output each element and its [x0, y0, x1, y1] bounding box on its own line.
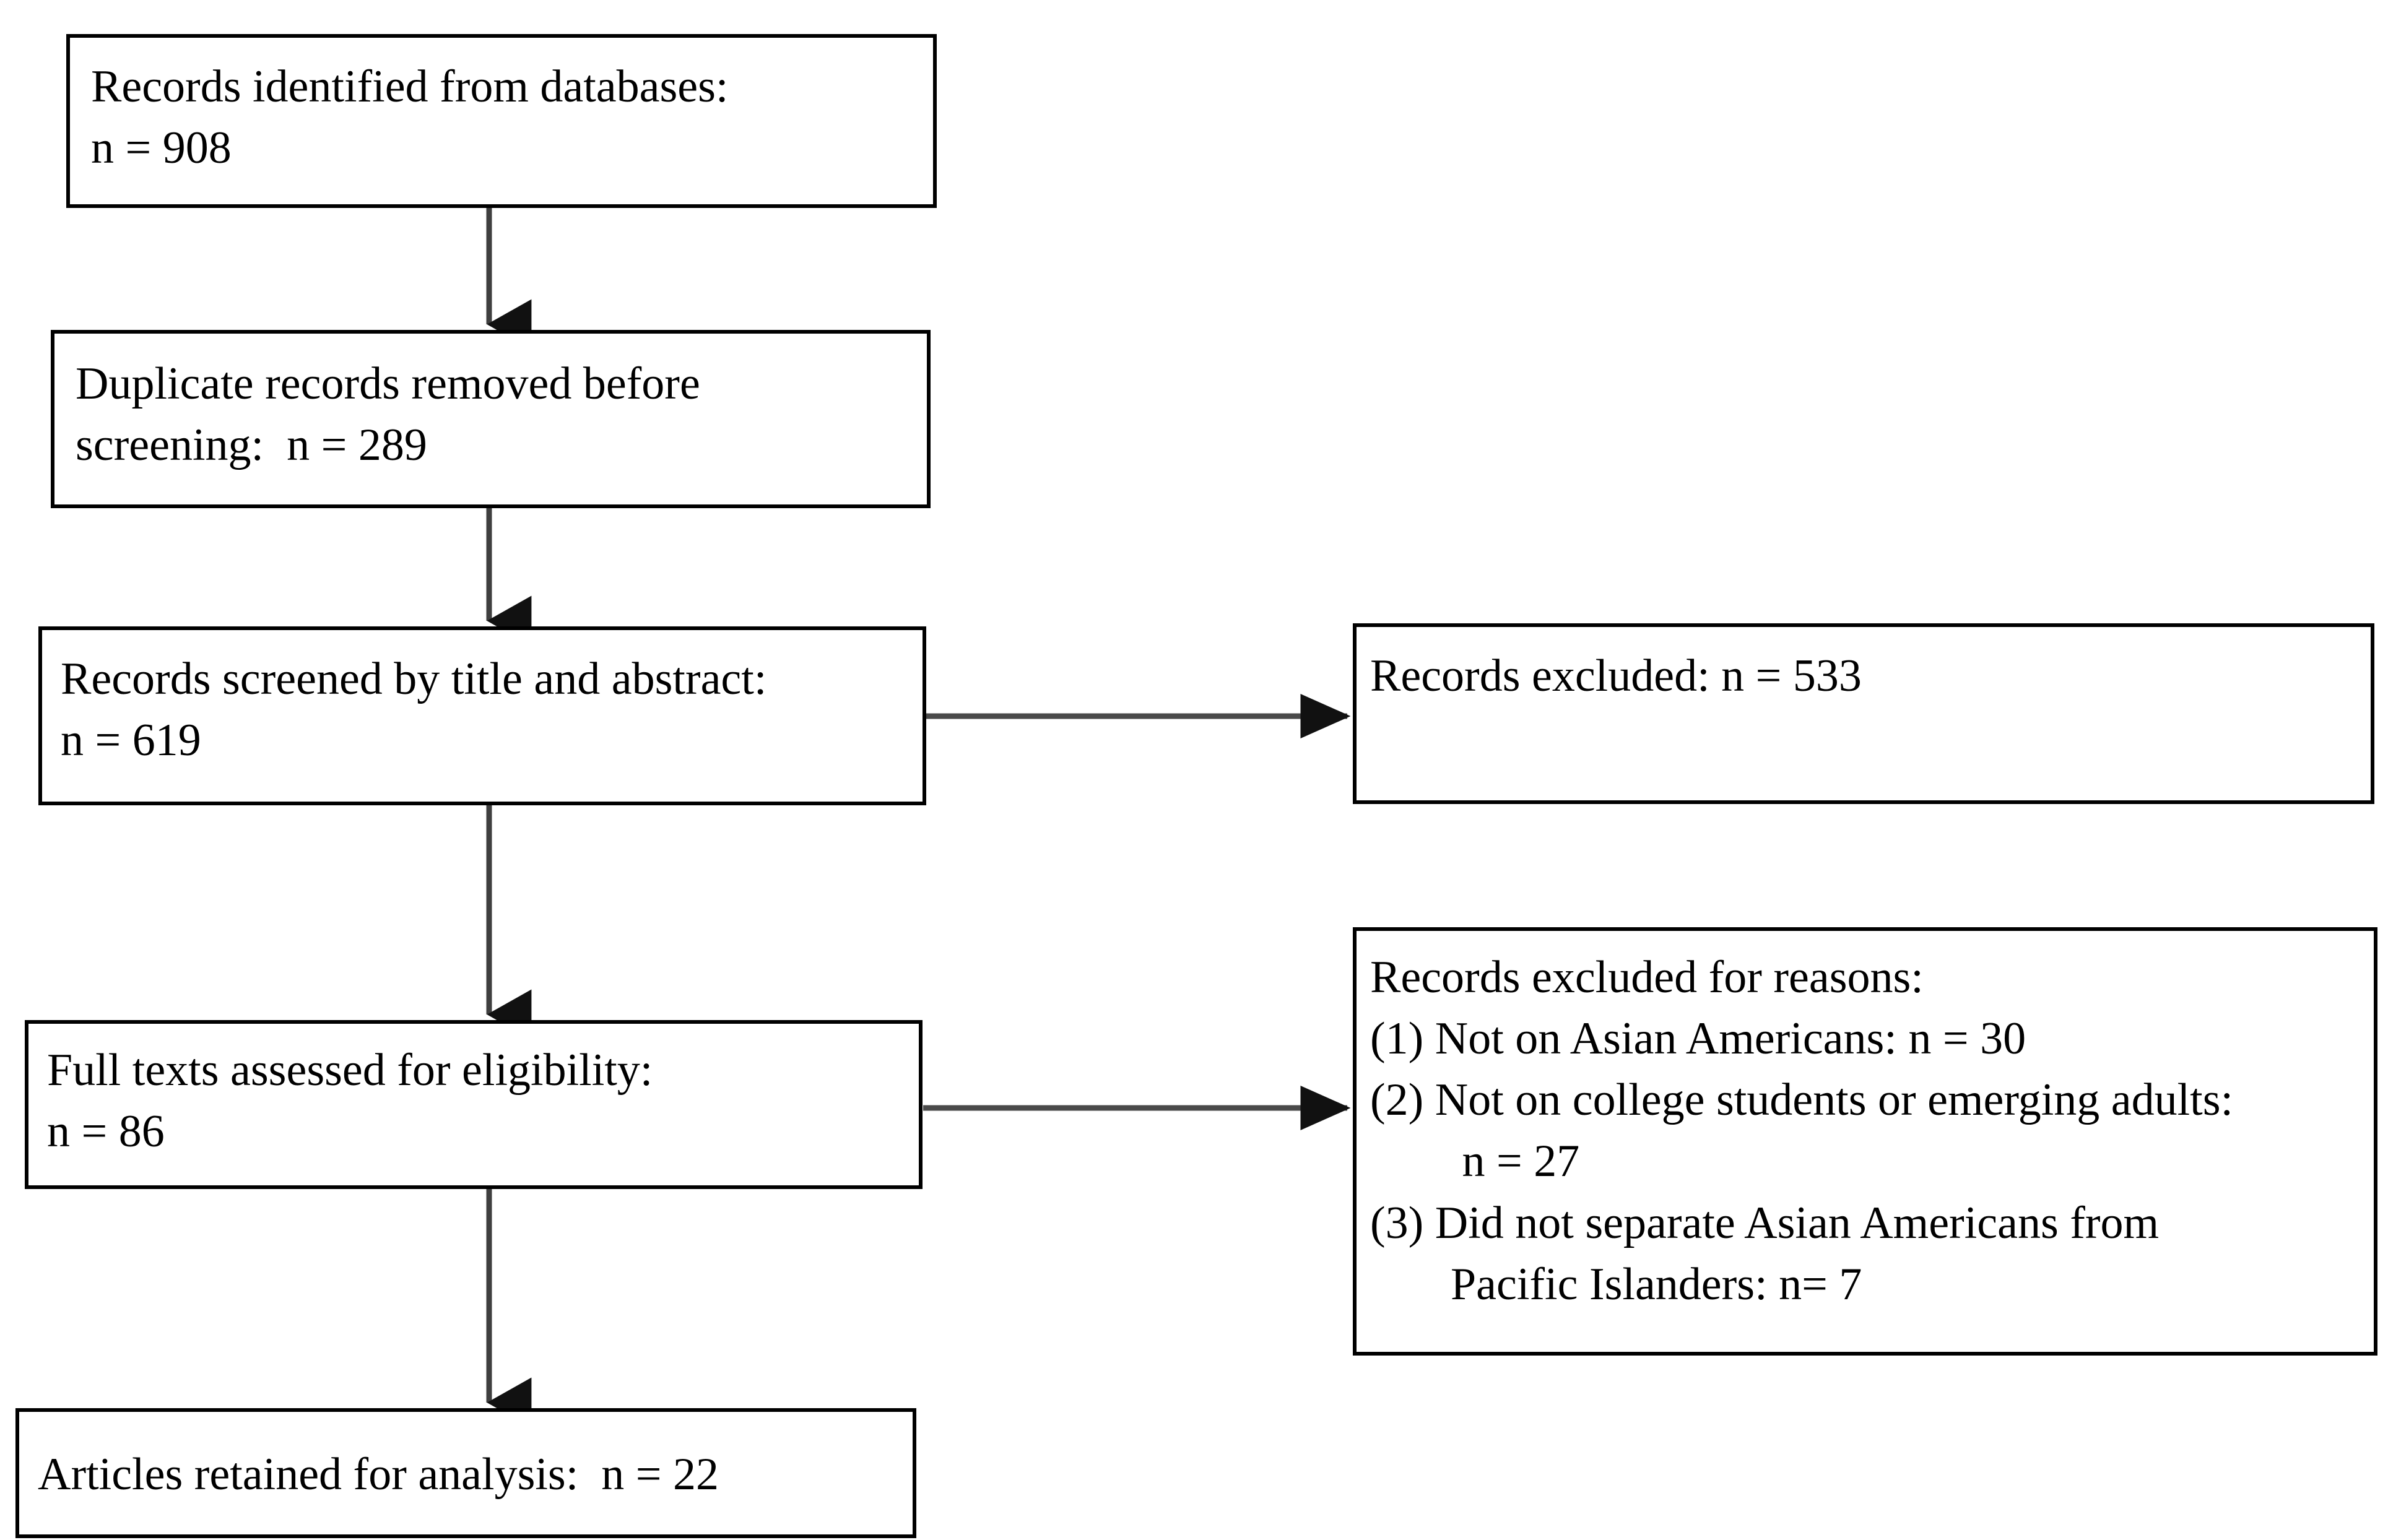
excluded-reason-2-text: Not on college students or emerging adul… — [1435, 1075, 2234, 1126]
excluded-reason-3-text: Did not separate Asian Americans from — [1435, 1197, 2160, 1248]
box-full-texts-assessed-line-1: Full texts assessed for eligibility: — [47, 1045, 653, 1096]
box-records-identified-line-2: n = 908 — [91, 123, 232, 174]
excluded-reasons-heading: Records excluded for reasons: — [1370, 952, 1924, 1003]
excluded-reason-3: (3) Did not separate Asian Americans fro… — [1370, 1193, 2358, 1254]
excluded-reason-1-text: Not on Asian Americans: n = 30 — [1435, 1013, 2026, 1065]
excluded-reason-2-continuation: n = 27 — [1451, 1136, 1580, 1187]
box-full-texts-assessed: Full texts assessed for eligibility: n =… — [25, 1020, 923, 1189]
box-records-excluded-reasons: Records excluded for reasons: (1) Not on… — [1353, 927, 2377, 1356]
box-duplicates-removed-line-2: screening: n = 289 — [76, 420, 427, 471]
box-records-screened-line-1: Records screened by title and abstract: — [61, 654, 767, 704]
box-records-screened-line-2: n = 619 — [61, 715, 201, 766]
box-duplicates-removed: Duplicate records removed before screeni… — [51, 330, 931, 508]
box-full-texts-assessed-line-2: n = 86 — [47, 1106, 165, 1157]
box-records-identified-line-1: Records identified from databases: — [91, 61, 729, 112]
excluded-reason-3-continuation: Pacific Islanders: n= 7 — [1451, 1258, 1862, 1310]
excluded-reason-1-label: (1) — [1370, 1013, 1424, 1065]
excluded-reason-2: (2) Not on college students or emerging … — [1370, 1070, 2358, 1131]
box-articles-retained-line-1: Articles retained for analysis: n = 22 — [38, 1449, 719, 1500]
box-duplicates-removed-line-1: Duplicate records removed before — [76, 358, 700, 409]
box-records-screened: Records screened by title and abstract: … — [38, 626, 926, 805]
excluded-reason-2-label: (2) — [1370, 1075, 1424, 1126]
box-records-identified: Records identified from databases: n = 9… — [66, 34, 937, 208]
box-records-excluded-line-1: Records excluded: n = 533 — [1370, 651, 1862, 701]
box-articles-retained: Articles retained for analysis: n = 22 — [15, 1408, 916, 1538]
box-records-excluded: Records excluded: n = 533 — [1353, 623, 2374, 804]
excluded-reason-3-label: (3) — [1370, 1197, 1424, 1248]
excluded-reason-1: (1) Not on Asian Americans: n = 30 — [1370, 1008, 2358, 1070]
